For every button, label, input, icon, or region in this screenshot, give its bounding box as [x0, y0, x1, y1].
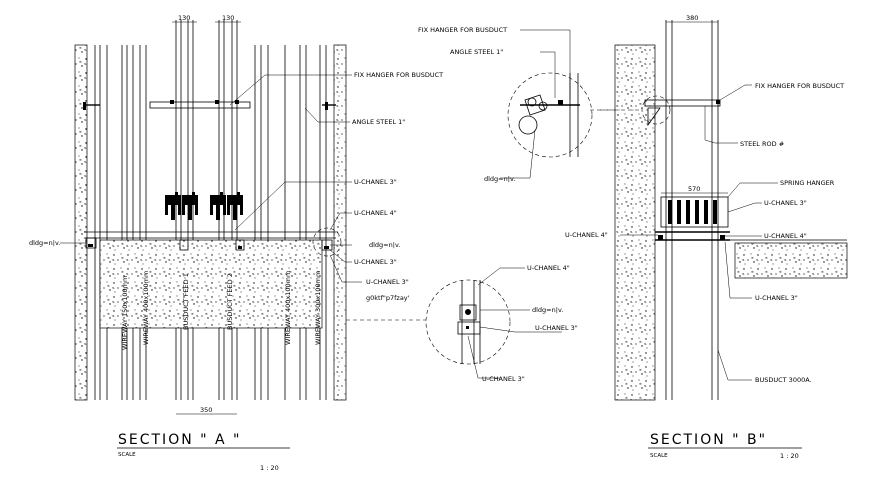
detail-bottom-u-chanel-4: U-CHANEL 4" [527, 264, 570, 272]
label-wireway-1: WIREWAY 150x100mm [121, 276, 129, 350]
leaders-a [60, 74, 362, 283]
section-b: 380 570 [565, 14, 848, 460]
detail-top-fix-hanger: FIX HANGER FOR BUSDUCT [418, 26, 507, 34]
section-b-scale: 1 : 20 [780, 452, 799, 460]
section-b-steel-rod: STEEL ROD # [740, 140, 784, 148]
label-wireway-4: WIREWAY 300x100mm [314, 271, 322, 345]
section-b-dim-hanger: 570 [688, 185, 700, 193]
detail-bottom: U-CHANEL 4" dldg=n|v. U-CHANEL 3" U-CHAN… [346, 264, 578, 383]
label-busduct-2: BUSDUCT FEED 2 [226, 273, 234, 330]
label-wireway-3: WIREWAY 400x100mm [284, 271, 292, 345]
label-dldg-left: dldg=n|v. [29, 239, 60, 247]
dim-top-2: 130 [222, 14, 234, 22]
spring-coils [668, 200, 717, 224]
section-b-slab [734, 242, 848, 279]
section-a-scale-label: SCALE [118, 452, 136, 458]
detail-bottom-dldg: dldg=n|v. [532, 306, 563, 314]
section-b-busduct: BUSDUCT 3000A. [755, 376, 812, 384]
detail-top-dldg: dldg=n|v. [484, 175, 515, 183]
section-b-scale-label: SCALE [650, 453, 668, 459]
detail-bottom-u-chanel-3-right: U-CHANEL 3" [535, 324, 578, 332]
section-b-dim-top: 380 [686, 14, 698, 22]
label-u-chanel-3-a: U-CHANEL 3" [354, 178, 397, 186]
detail-top-angle-steel: ANGLE STEEL 1" [450, 48, 503, 56]
dims-top: 130 130 350 [172, 14, 241, 415]
section-b-fix-hanger: FIX HANGER FOR BUSDUCT [755, 82, 844, 90]
section-b-u-chanel-4-right: U-CHANEL 4" [764, 232, 807, 240]
spring-hangers [165, 192, 243, 220]
label-gokt: g0ktf"p7fzay' [366, 294, 410, 302]
label-busduct-1: BUSDUCT FEED 1 [182, 273, 190, 330]
vertical-labels: WIREWAY 150x100mm WIREWAY 400x100mm BUSD… [121, 271, 322, 350]
label-dldg-right: dldg=n|v. [369, 241, 400, 249]
section-b-u-chanel-3-top: U-CHANEL 3" [764, 199, 807, 207]
section-a-scale: 1 : 20 [260, 464, 279, 472]
label-u-chanel-4-a: U-CHANEL 4" [354, 209, 397, 217]
label-angle-steel-a: ANGLE STEEL 1" [352, 118, 405, 126]
fix-hanger-beam [83, 100, 336, 110]
label-u-chanel-3-low: U-CHANEL 3" [366, 278, 409, 286]
detail-top: FIX HANGER FOR BUSDUCT ANGLE STEEL 1" dl… [418, 26, 640, 183]
section-a-title: SECTION " A " [118, 432, 242, 448]
dim-top-1: 130 [178, 14, 190, 22]
dim-bottom: 350 [200, 406, 212, 414]
section-b-u-chanel-4-left: U-CHANEL 4" [565, 231, 608, 239]
left-wall [74, 44, 88, 401]
floor-slab [99, 239, 323, 329]
right-wall [333, 44, 347, 401]
section-b-wall [614, 44, 656, 401]
section-b-u-chanel-3-bottom: U-CHANEL 3" [755, 294, 798, 302]
detail-bottom-u-chanel-3-bottom: U-CHANEL 3" [482, 375, 525, 383]
label-fix-hanger-a: FIX HANGER FOR BUSDUCT [354, 71, 443, 79]
label-wireway-2: WIREWAY 400x100mm [142, 271, 150, 345]
section-a: 130 130 350 WIREWAY 150x100mm WIREWAY 40… [29, 14, 443, 472]
section-b-title: SECTION " B" [650, 432, 767, 448]
label-u-chanel-3-mid: U-CHANEL 3" [354, 258, 397, 266]
section-b-spring-hanger: SPRING HANGER [780, 179, 835, 187]
